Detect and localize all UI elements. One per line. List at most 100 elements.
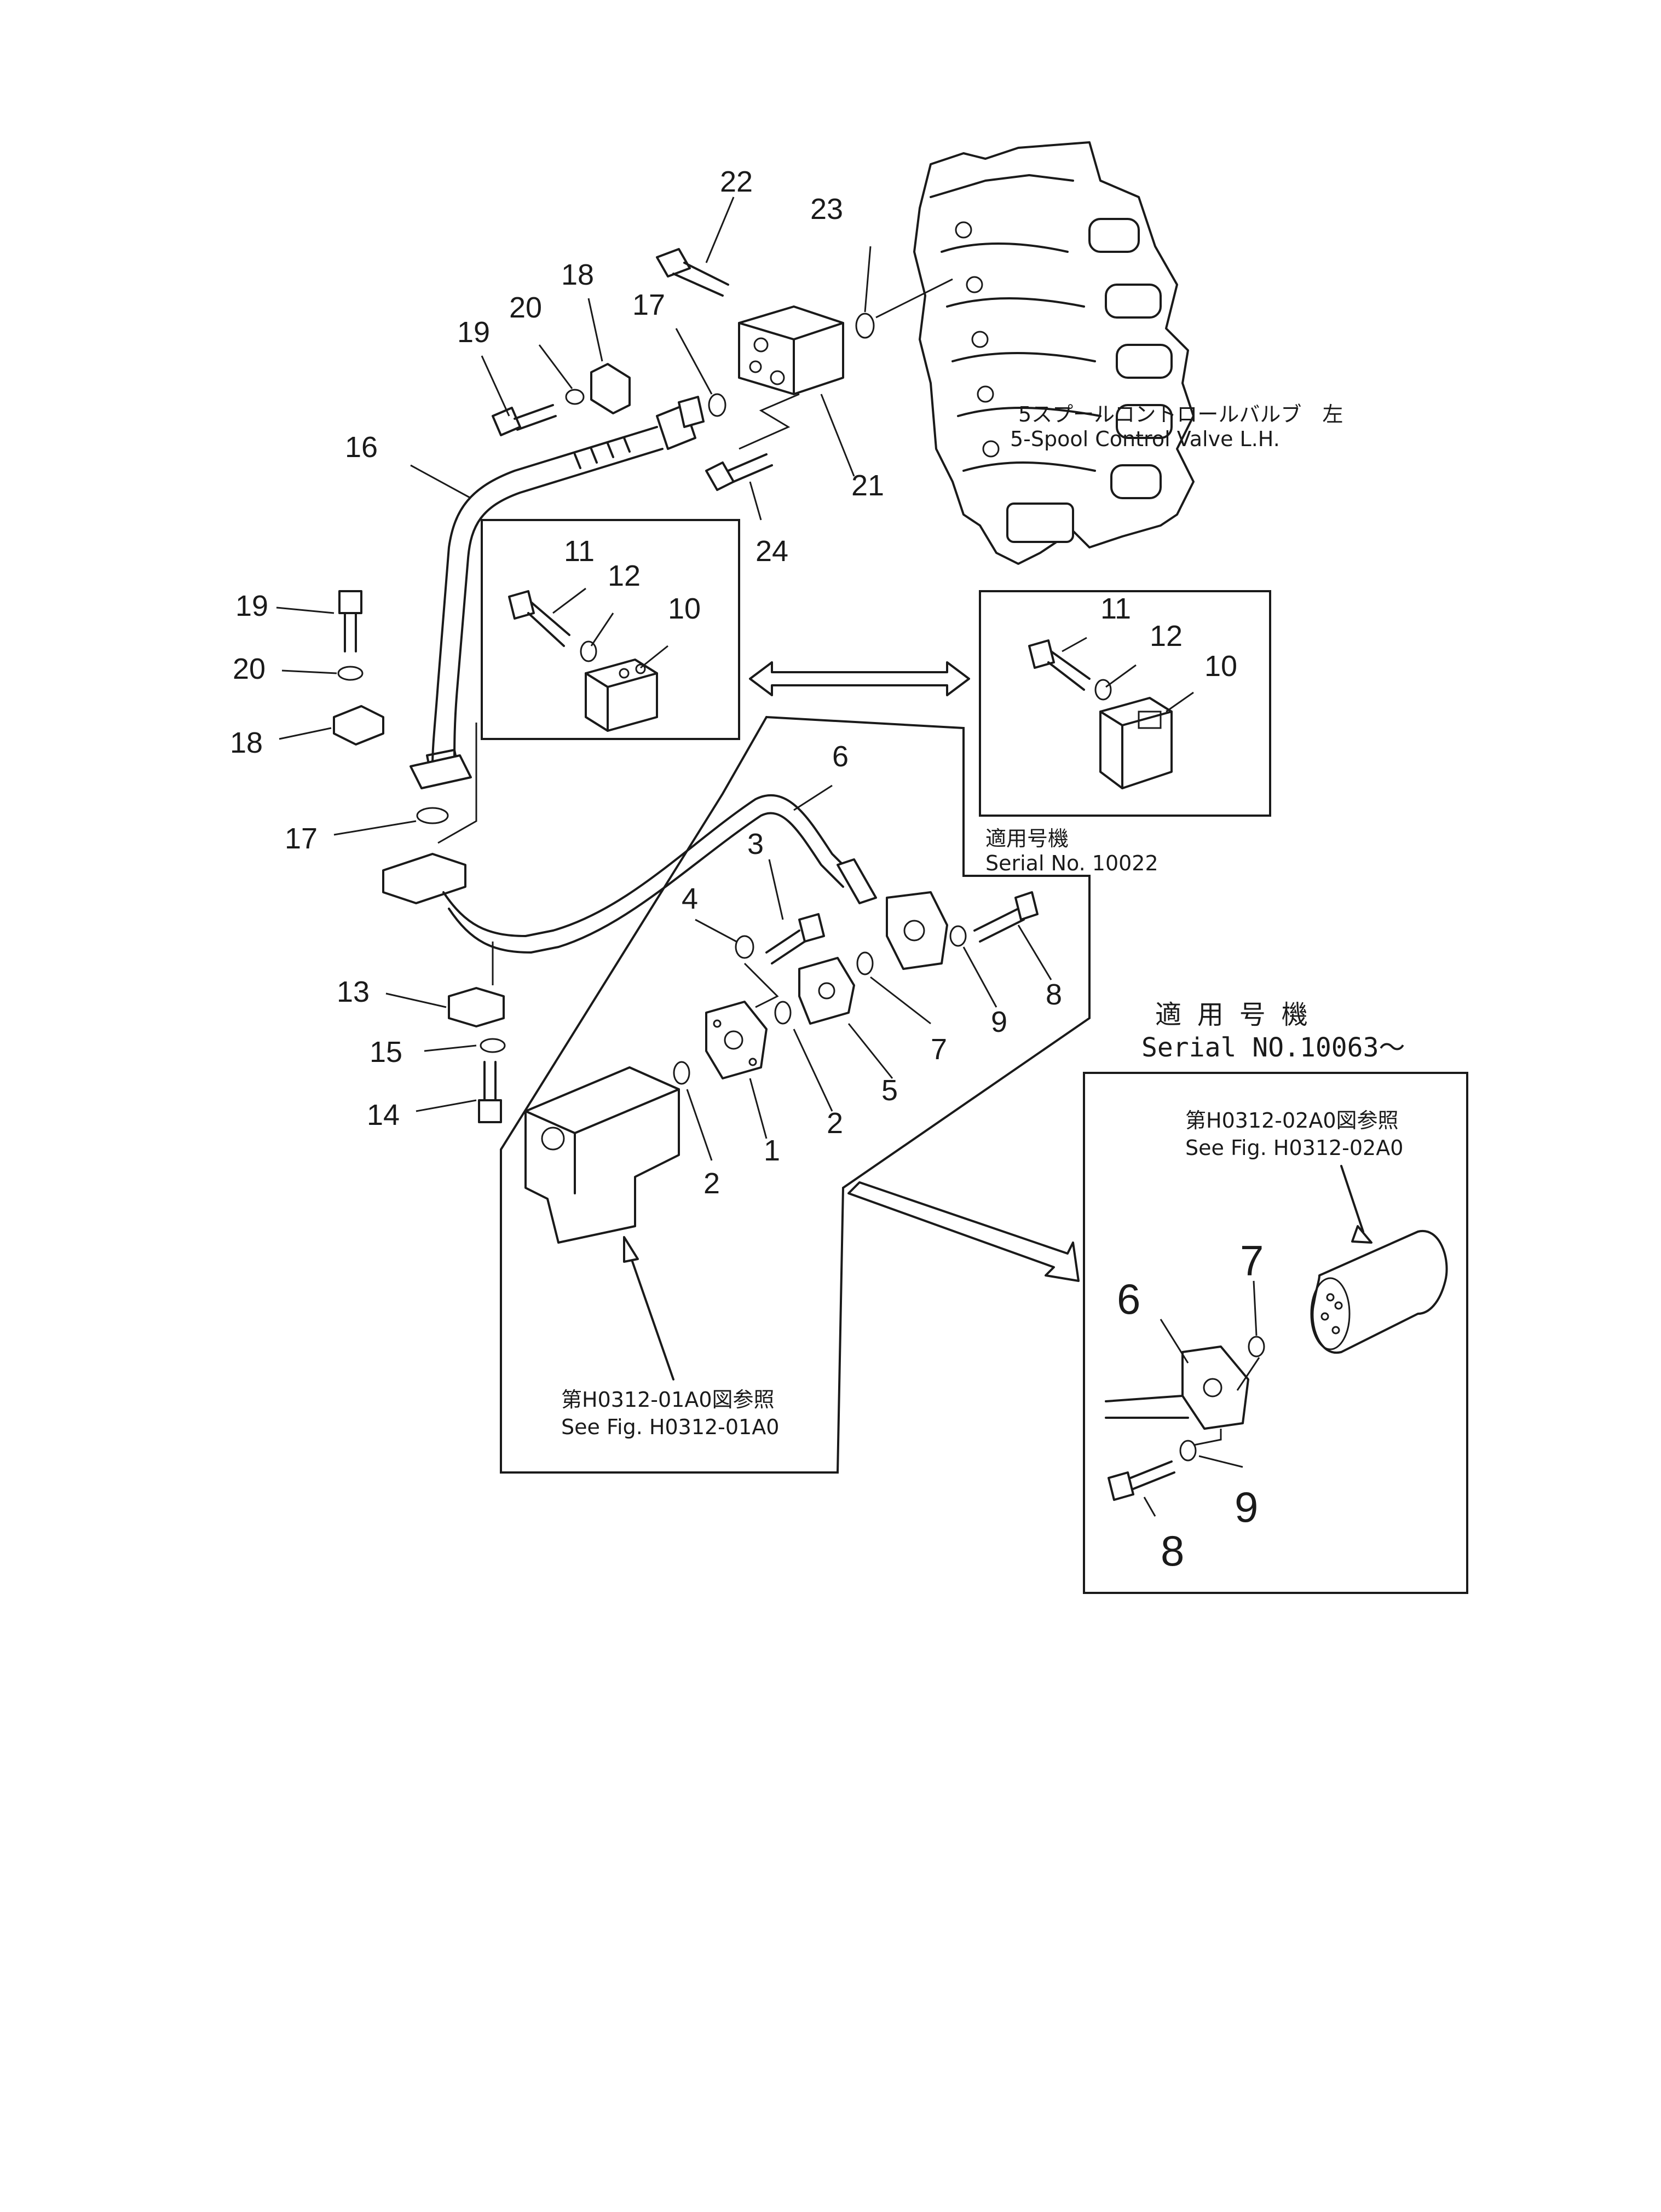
callout-5: 5 bbox=[881, 1074, 898, 1107]
callout-8: 8 bbox=[1046, 978, 1062, 1011]
callout-12-left: 12 bbox=[608, 559, 641, 592]
inset-box-right bbox=[979, 590, 1271, 817]
o-ring-9 bbox=[949, 925, 967, 947]
flange-tube-6 bbox=[382, 853, 560, 954]
o-ring-7-box bbox=[1248, 1336, 1265, 1358]
callout-7-box: 7 bbox=[1240, 1237, 1264, 1285]
bolt-8 bbox=[973, 891, 1039, 943]
arrow-to-box bbox=[847, 1181, 1080, 1282]
valve-label-jp: 5スプールコントロールバルブ 左 bbox=[1018, 402, 1343, 426]
callout-19-top: 19 bbox=[457, 316, 490, 349]
serial-jp-10022: 適用号機 bbox=[985, 827, 1069, 851]
callout-17-left: 17 bbox=[285, 822, 318, 855]
flange-6-right bbox=[886, 891, 948, 970]
serial-jp-10063: 適 用 号 機 bbox=[1155, 1000, 1308, 1030]
clamp-13 bbox=[448, 987, 505, 1027]
pipe-6 bbox=[552, 794, 877, 948]
o-ring-17-top bbox=[708, 393, 726, 417]
callout-3: 3 bbox=[747, 828, 764, 860]
callout-7: 7 bbox=[931, 1033, 947, 1066]
callout-20-left: 20 bbox=[233, 652, 266, 685]
callout-20-top: 20 bbox=[509, 291, 542, 324]
callout-14: 14 bbox=[367, 1099, 400, 1131]
callout-11-right: 11 bbox=[1100, 592, 1131, 625]
callout-19-left: 19 bbox=[235, 590, 268, 622]
block-10-right bbox=[1099, 697, 1173, 789]
flange-1 bbox=[705, 1001, 768, 1079]
flange-bottom-16 bbox=[410, 754, 472, 789]
callout-numbers: 22 23 18 20 19 17 16 21 24 11 12 10 11 1… bbox=[230, 165, 1264, 1575]
callout-21: 21 bbox=[851, 469, 884, 502]
leader-lines bbox=[276, 197, 1258, 1517]
callout-1: 1 bbox=[764, 1134, 780, 1167]
o-ring-2-left bbox=[673, 1061, 690, 1085]
bolt-11-right bbox=[1028, 639, 1091, 691]
plate-5 bbox=[798, 957, 855, 1025]
bolt-19-left bbox=[338, 590, 362, 652]
bolt-19-top bbox=[492, 404, 557, 436]
block-10-left bbox=[585, 659, 658, 732]
o-ring-2-right bbox=[774, 1001, 792, 1025]
flange-top-16 bbox=[678, 396, 705, 428]
callout-6: 6 bbox=[832, 740, 849, 773]
bolt-14 bbox=[478, 1061, 502, 1123]
washer-20-left bbox=[337, 666, 364, 681]
serial-en-10063: Serial NO.10063～ bbox=[1141, 1032, 1405, 1063]
o-ring-17-left bbox=[416, 807, 449, 824]
callout-24: 24 bbox=[755, 535, 788, 568]
callout-13: 13 bbox=[337, 975, 370, 1008]
clamp-18-top bbox=[590, 363, 631, 414]
pipe-6-box bbox=[1105, 1345, 1249, 1430]
callout-17-top: 17 bbox=[632, 288, 665, 321]
bolt-22 bbox=[656, 248, 729, 297]
callout-10-left: 10 bbox=[668, 592, 701, 625]
callout-12-right: 12 bbox=[1150, 620, 1183, 652]
callout-9-box: 9 bbox=[1235, 1483, 1258, 1531]
washer-15 bbox=[480, 1038, 506, 1053]
flange-block-21 bbox=[738, 305, 844, 395]
callout-11-left: 11 bbox=[564, 535, 595, 568]
pump-region-outline bbox=[500, 715, 1091, 1474]
inset-box-bottom bbox=[1083, 1072, 1468, 1594]
callout-16: 16 bbox=[345, 431, 378, 464]
washer-20-top bbox=[565, 389, 585, 405]
bolt-8-box bbox=[1108, 1460, 1175, 1501]
clamp-18-left bbox=[333, 705, 384, 746]
o-ring-7 bbox=[856, 951, 874, 975]
washer-12-left bbox=[580, 640, 597, 662]
callout-10-right: 10 bbox=[1204, 650, 1237, 683]
text-labels: 5スプールコントロールバルブ 左 5-Spool Control Valve L… bbox=[561, 402, 1405, 1439]
inset-box-left bbox=[481, 519, 740, 740]
callout-18-top: 18 bbox=[561, 258, 594, 291]
ref-h0312-02a0-jp: 第H0312-02A0図参照 bbox=[1185, 1108, 1399, 1133]
washer-4 bbox=[735, 935, 754, 959]
callout-4: 4 bbox=[682, 882, 698, 915]
filter-element bbox=[1310, 1229, 1448, 1354]
callout-23: 23 bbox=[810, 193, 843, 226]
ref-h0312-01a0-jp: 第H0312-01A0図参照 bbox=[561, 1388, 775, 1412]
double-arrow bbox=[749, 661, 970, 696]
callout-22: 22 bbox=[720, 165, 753, 198]
ref-h0312-02a0-en: See Fig. H0312-02A0 bbox=[1185, 1136, 1403, 1160]
callout-2-left: 2 bbox=[703, 1167, 720, 1200]
washer-9-box bbox=[1179, 1440, 1197, 1462]
callout-18-left: 18 bbox=[230, 726, 263, 759]
callout-15: 15 bbox=[370, 1036, 402, 1069]
arrow-ref1 bbox=[628, 1252, 674, 1381]
hose-16 bbox=[426, 404, 696, 784]
washer-12-right bbox=[1094, 679, 1112, 701]
ref-h0312-01a0-en: See Fig. H0312-01A0 bbox=[561, 1415, 779, 1439]
o-ring-23 bbox=[855, 313, 875, 339]
serial-en-10022: Serial No. 10022 bbox=[985, 851, 1158, 875]
callout-9: 9 bbox=[991, 1006, 1007, 1038]
bolt-3 bbox=[765, 913, 825, 964]
callout-2-right: 2 bbox=[827, 1107, 843, 1140]
callout-8-box: 8 bbox=[1161, 1527, 1184, 1575]
bolt-11-left bbox=[508, 590, 570, 647]
bolt-24 bbox=[705, 453, 773, 491]
control-valve-drawing bbox=[913, 141, 1195, 565]
valve-label-en: 5-Spool Control Valve L.H. bbox=[1010, 427, 1280, 451]
pump-housing bbox=[524, 1066, 680, 1244]
callout-6-box: 6 bbox=[1117, 1275, 1140, 1323]
